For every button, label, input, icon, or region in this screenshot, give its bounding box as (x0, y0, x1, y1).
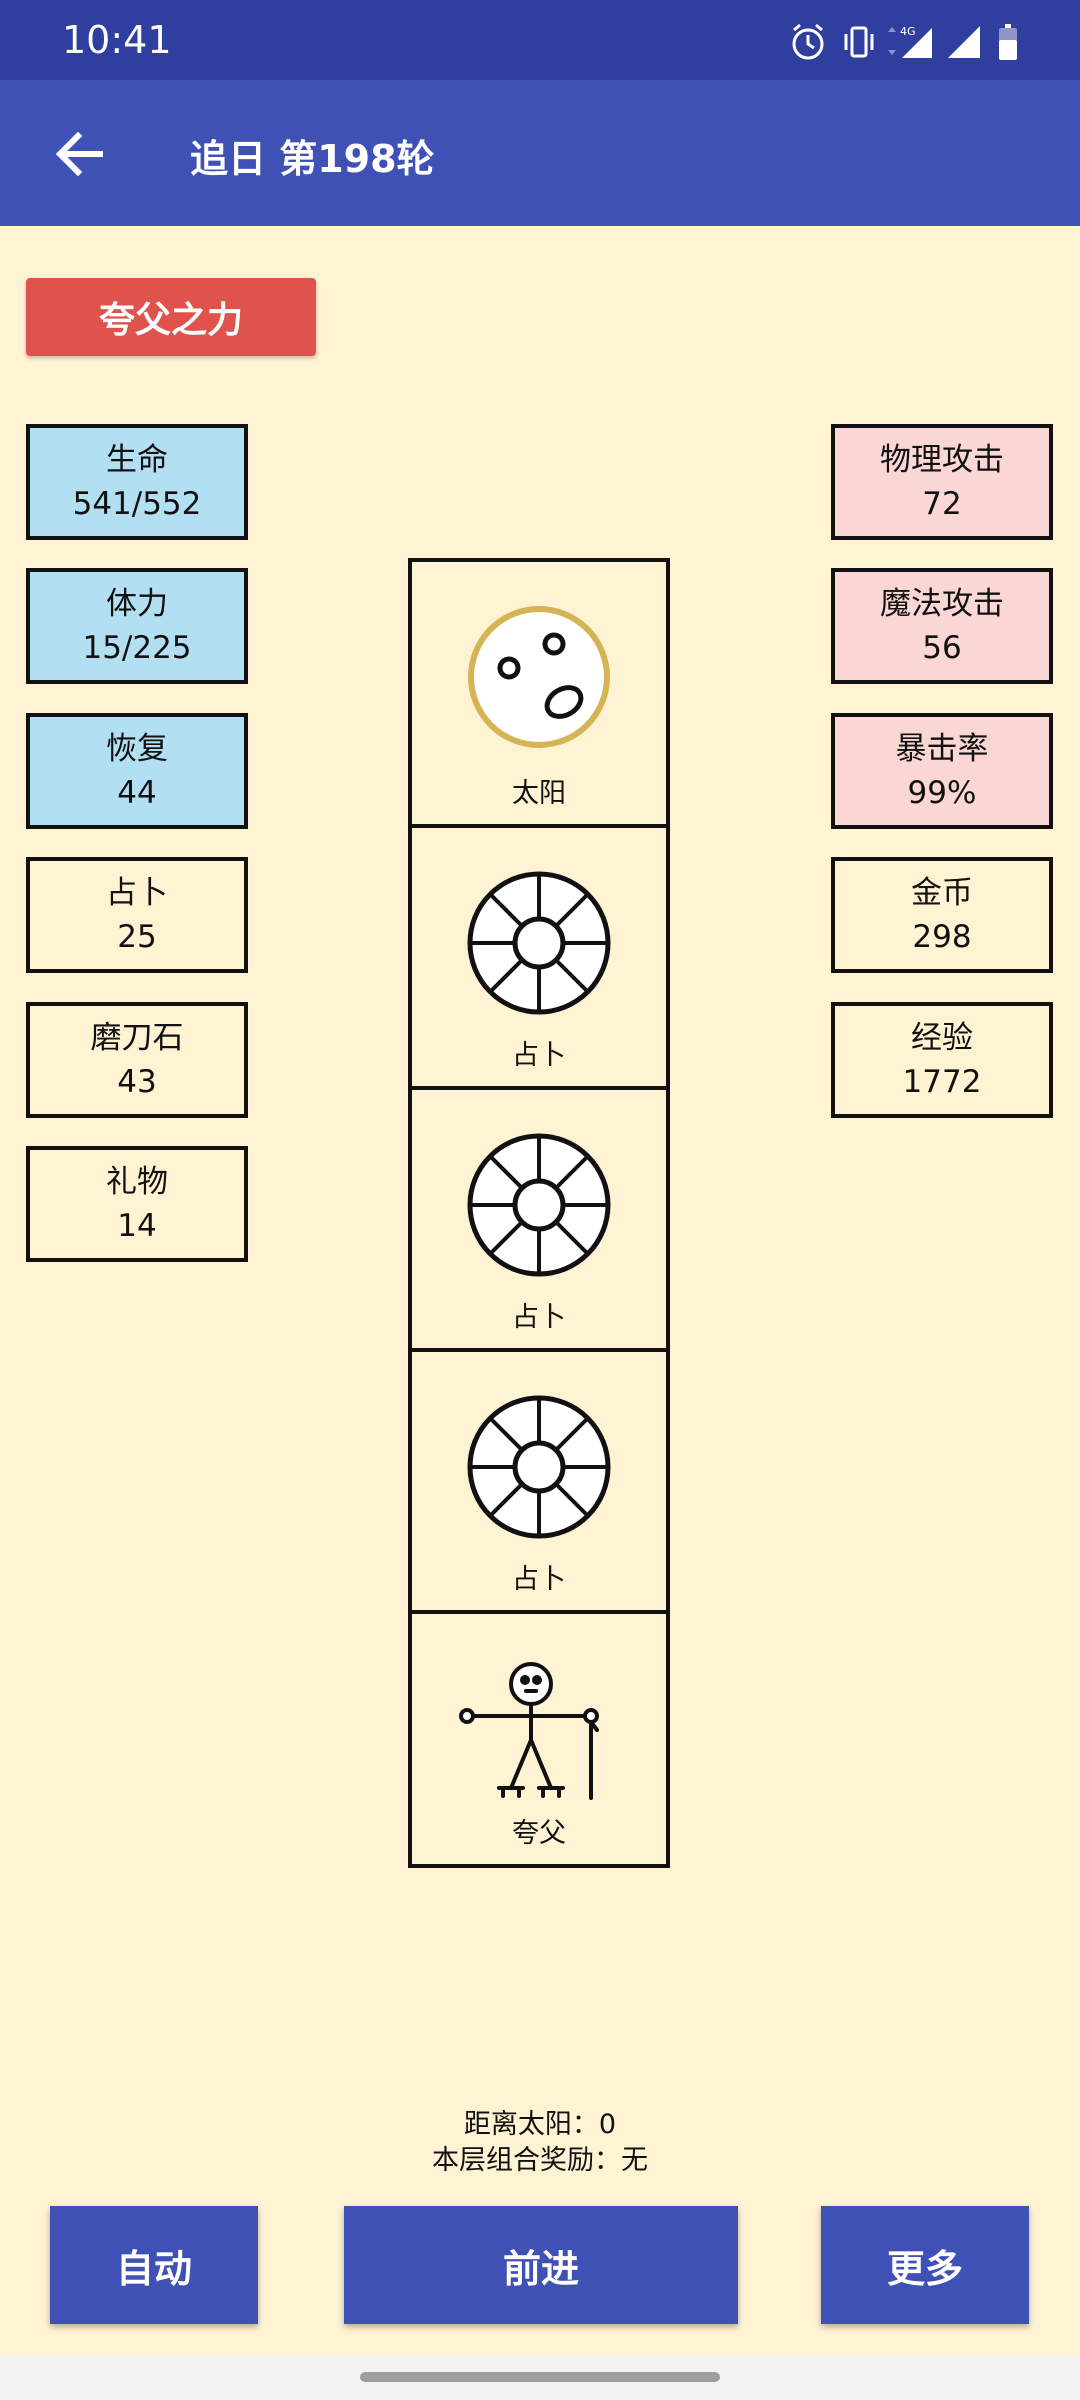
board-cell-divination[interactable]: 占卜 (412, 1348, 666, 1610)
stat-label: 体力 (106, 586, 168, 622)
stat-label: 恢复 (106, 731, 168, 767)
status-time: 10:41 (62, 18, 172, 62)
stat-value: 1772 (902, 1064, 982, 1100)
status-icons: 4G (790, 22, 1040, 62)
cell-label: 占卜 (512, 1564, 566, 1595)
forward-button[interactable]: 前进 (344, 2206, 738, 2324)
status-bar: 10:41 4G (0, 0, 1080, 80)
stat-value: 44 (117, 775, 157, 811)
battery-icon (999, 24, 1017, 60)
stat-value: 99% (907, 775, 977, 811)
stat-label: 物理攻击 (880, 442, 1004, 478)
board-cell-divination[interactable]: 占卜 (412, 1086, 666, 1348)
stat-value: 541/552 (72, 486, 202, 522)
app-bar: 追日 第198轮 (0, 80, 1080, 226)
signal-icon (948, 26, 980, 58)
stat-label: 经验 (911, 1020, 973, 1056)
home-gesture-handle[interactable] (360, 2372, 720, 2382)
stat-whetstone: 磨刀石 43 (26, 1002, 248, 1118)
divination-wheel-icon (467, 1133, 611, 1277)
stat-value: 25 (117, 919, 157, 955)
distance-to-sun: 距离太阳：0 (463, 2109, 617, 2140)
stat-label: 占卜 (106, 875, 168, 911)
board-cell-kuafu[interactable]: 夸父 (412, 1610, 666, 1864)
stat-label: 暴击率 (895, 731, 989, 767)
stat-value: 72 (922, 486, 962, 522)
stat-gift: 礼物 14 (26, 1146, 248, 1262)
stat-gold: 金币 298 (831, 857, 1053, 973)
network-label: 4G (900, 25, 916, 38)
navigation-bar (0, 2356, 1080, 2400)
auto-button[interactable]: 自动 (50, 2206, 258, 2324)
stat-value: 43 (117, 1064, 157, 1100)
combo-reward: 本层组合奖励：无 (432, 2145, 648, 2176)
vibrate-icon (844, 26, 874, 58)
stat-value: 56 (922, 630, 962, 666)
stat-crit-rate: 暴击率 99% (831, 713, 1053, 829)
cell-label: 夸父 (512, 1818, 566, 1849)
board-column: 太阳 占卜 占卜 (408, 558, 670, 1868)
board-cell-sun[interactable]: 太阳 (412, 562, 666, 824)
stat-physical-attack: 物理攻击 72 (831, 424, 1053, 540)
stat-label: 生命 (106, 442, 168, 478)
4g-icon: 4G (888, 25, 932, 58)
cell-label: 占卜 (512, 1302, 566, 1333)
divination-wheel-icon (467, 871, 611, 1015)
kuafu-power-button[interactable]: 夸父之力 (26, 278, 316, 356)
sun-icon (468, 606, 610, 748)
stat-value: 15/225 (82, 630, 192, 666)
stat-label: 礼物 (106, 1164, 168, 1200)
stat-label: 磨刀石 (90, 1020, 184, 1056)
stat-value: 298 (912, 919, 972, 955)
more-button[interactable]: 更多 (821, 2206, 1029, 2324)
stat-divination: 占卜 25 (26, 857, 248, 973)
stat-stamina: 体力 15/225 (26, 568, 248, 684)
stat-hp: 生命 541/552 (26, 424, 248, 540)
divination-wheel-icon (467, 1395, 611, 1539)
page-title: 追日 第198轮 (190, 137, 435, 181)
stat-experience: 经验 1772 (831, 1002, 1053, 1118)
cell-label: 占卜 (512, 1040, 566, 1071)
board-cell-divination[interactable]: 占卜 (412, 824, 666, 1086)
stat-label: 魔法攻击 (880, 586, 1004, 622)
stat-recovery: 恢复 44 (26, 713, 248, 829)
stat-value: 14 (117, 1208, 157, 1244)
alarm-icon (792, 23, 824, 60)
kuafu-figure-icon (459, 1662, 599, 1800)
stat-label: 金币 (911, 875, 973, 911)
back-arrow-icon[interactable] (40, 116, 118, 194)
stat-magic-attack: 魔法攻击 56 (831, 568, 1053, 684)
cell-label: 太阳 (512, 778, 566, 809)
